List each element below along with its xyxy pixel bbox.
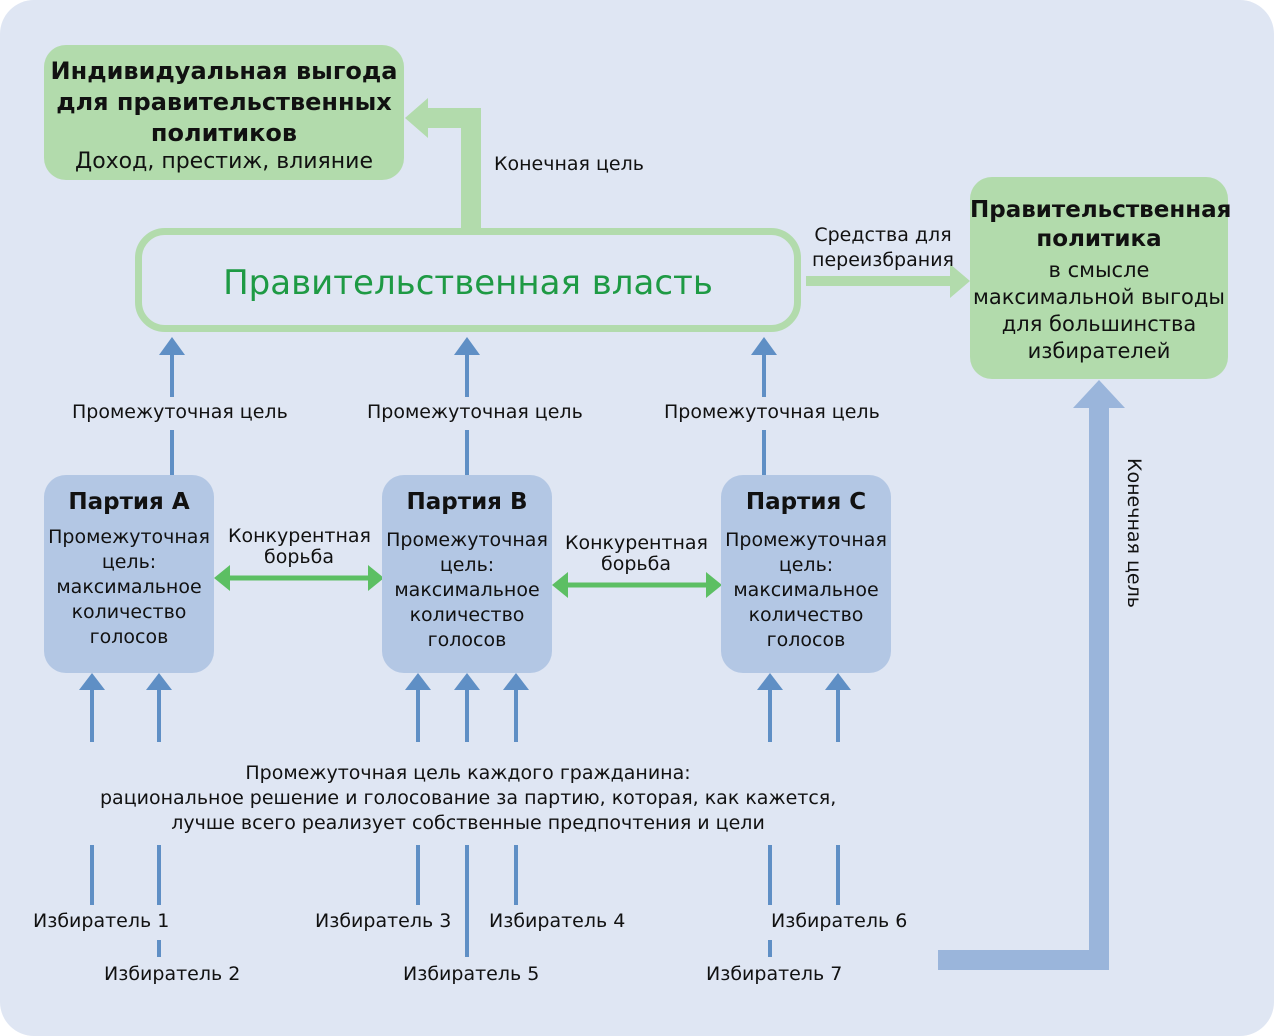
party-name: Партия С <box>745 489 867 515</box>
intermediate-goal-label-a: Промежуточная цель <box>72 401 288 423</box>
reelection-arrow <box>806 264 970 298</box>
voter-2-label: Избиратель 2 <box>104 963 241 985</box>
policy-body-line: избирателей <box>1027 339 1171 363</box>
voter-arrows-upper <box>79 673 851 742</box>
party-goal-line: голосов <box>427 629 507 651</box>
competition-label-line: борьба <box>264 546 334 568</box>
party-goal-line: Промежуточная <box>725 529 887 551</box>
competition-arrow-b-c <box>552 572 722 598</box>
party-a-box: Партия А Промежуточная цель: максимально… <box>44 475 214 673</box>
policy-title-line: политика <box>1036 226 1162 252</box>
government-power-box: Правительственная власть <box>135 228 801 332</box>
voter-4-label: Избиратель 4 <box>489 910 626 932</box>
citizen-goal-line: лучше всего реализует собственные предпо… <box>171 812 765 834</box>
party-b-box: Партия В Промежуточная цель: максимально… <box>382 475 552 673</box>
final-goal-arrow-to-benefit <box>405 98 481 230</box>
party-goal-line: цель: <box>101 551 157 573</box>
policy-body-line: максимальной выгоды <box>973 285 1225 309</box>
party-goal-line: количество <box>409 604 525 626</box>
reelection-means-label: Средства для переизбрания <box>812 223 954 273</box>
voter-lines-lower <box>90 845 840 957</box>
party-goal-line: максимальное <box>733 579 879 601</box>
voter-6-label: Избиратель 6 <box>771 910 908 932</box>
party-goal-line: голосов <box>766 629 846 651</box>
final-goal-arrow-to-policy <box>938 380 1125 970</box>
voter-5-label: Избиратель 5 <box>403 963 540 985</box>
final-goal-label-top: Конечная цель <box>494 153 644 175</box>
reelection-label-line: Средства для <box>814 224 952 246</box>
party-goal-line: количество <box>71 601 187 623</box>
policy-body-line: для большинства <box>1001 312 1197 336</box>
competition-label-b-c: Конкурентная борьба <box>565 532 708 575</box>
benefit-title-line: для правительственных <box>56 88 392 116</box>
competition-label-line: Конкурентная <box>565 532 708 554</box>
competition-arrow-a-b <box>214 565 384 591</box>
party-goal: Промежуточная цель: максимальное количес… <box>44 525 214 650</box>
benefit-title-line: Индивидуальная выгода <box>50 57 398 85</box>
competition-label-line: Конкурентная <box>228 525 371 547</box>
party-goal-line: Промежуточная <box>386 529 548 551</box>
party-goal-line: голосов <box>89 626 169 648</box>
benefit-subtitle: Доход, престиж, влияние <box>75 149 373 174</box>
voter-3-label: Избиратель 3 <box>315 910 452 932</box>
intermediate-goal-label-c: Промежуточная цель <box>664 401 880 423</box>
voter-1-label: Избиратель 1 <box>33 910 170 932</box>
party-name: Партия В <box>406 489 528 515</box>
individual-benefit-box: Индивидуальная выгода для правительствен… <box>44 45 404 180</box>
citizen-goal-text: Промежуточная цель каждого гражданина: р… <box>100 761 836 836</box>
party-c-box: Партия С Промежуточная цель: максимально… <box>721 475 891 673</box>
party-goal-line: максимальное <box>394 579 540 601</box>
party-goal-line: цель: <box>778 554 834 576</box>
policy-title-line: Правительственная <box>970 197 1232 223</box>
party-goal-line: Промежуточная <box>48 526 210 548</box>
party-c-to-power-arrow <box>751 337 777 476</box>
final-goal-label-vertical: Конечная цель <box>1123 458 1145 608</box>
party-goal-line: количество <box>748 604 864 626</box>
benefit-title-line: политиков <box>150 119 298 147</box>
voter-7-label: Избиратель 7 <box>706 963 843 985</box>
party-b-to-power-arrow <box>454 337 480 476</box>
citizen-goal-line: Промежуточная цель каждого гражданина: <box>245 762 691 784</box>
competition-label-line: борьба <box>601 553 671 575</box>
power-label: Правительственная власть <box>223 263 713 303</box>
party-goal-line: максимальное <box>56 576 202 598</box>
intermediate-goal-label-b: Промежуточная цель <box>367 401 583 423</box>
reelection-label-line: переизбрания <box>812 249 954 271</box>
party-goal: Промежуточная цель: максимальное количес… <box>721 528 891 653</box>
citizen-goal-line: рациональное решение и голосование за па… <box>100 787 837 809</box>
competition-label-a-b: Конкурентная борьба <box>228 525 371 568</box>
policy-body-line: в смысле <box>1048 258 1150 282</box>
party-name: Партия А <box>68 489 190 515</box>
government-policy-box: Правительственная политика в смысле макс… <box>970 177 1232 379</box>
party-goal-line: цель: <box>439 554 495 576</box>
party-a-to-power-arrow <box>159 337 185 476</box>
party-goal: Промежуточная цель: максимальное количес… <box>382 528 552 653</box>
